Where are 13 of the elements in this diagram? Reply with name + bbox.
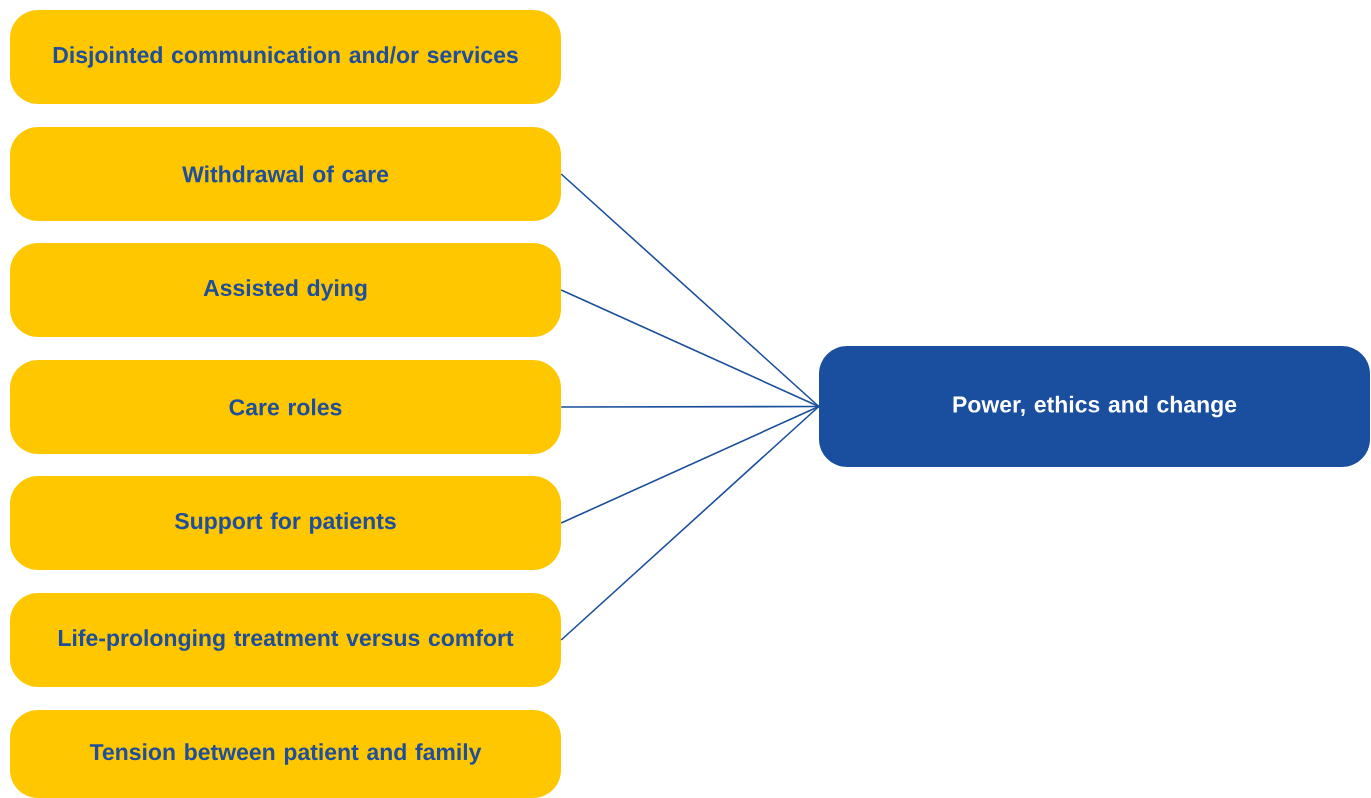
- topic-box: Tension between patient and family: [10, 710, 561, 798]
- topic-box: Support for patients: [10, 476, 561, 570]
- topic-box: Care roles: [10, 360, 561, 454]
- connector-line: [560, 289, 820, 408]
- connector-line: [560, 405, 820, 641]
- topic-box: Withdrawal of care: [10, 127, 561, 221]
- connector-line: [560, 405, 820, 524]
- topic-box: Life-prolonging treatment versus comfort: [10, 593, 561, 687]
- topic-box: Assisted dying: [10, 243, 561, 337]
- topic-box: Disjointed communication and/or services: [10, 10, 561, 104]
- connector-line: [560, 173, 820, 408]
- connector-line: [560, 405, 820, 408]
- theme-box: Power, ethics and change: [819, 346, 1370, 467]
